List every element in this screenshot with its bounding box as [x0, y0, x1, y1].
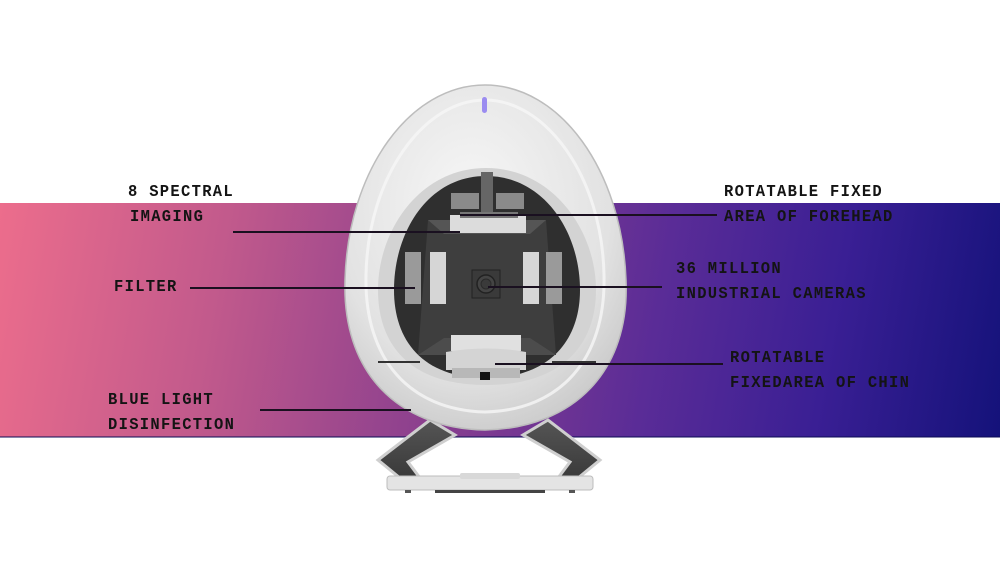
label-line: DISINFECTION — [108, 415, 236, 435]
label-filter: FILTER — [114, 275, 178, 300]
band-bottom-edge — [0, 436, 1000, 438]
imaging-cavity — [378, 172, 596, 380]
callout-line-spectral-imaging — [233, 231, 460, 233]
label-line: 8 SPECTRAL — [128, 182, 235, 202]
label-line: ROTATABLE — [730, 348, 826, 368]
callout-line-blue-light — [260, 409, 411, 411]
label-line: ROTATABLE FIXED — [724, 182, 884, 202]
callout-line-filter — [190, 287, 415, 289]
label-spectral-imaging: 8 SPECTRAL IMAGING — [128, 180, 234, 230]
label-cameras: 36 MILLION INDUSTRIAL CAMERAS — [676, 257, 867, 307]
label-line: FIXEDAREA OF CHIN — [730, 373, 911, 393]
label-forehead: ROTATABLE FIXED AREA OF FOREHEAD — [724, 180, 894, 230]
label-blue-light: BLUE LIGHT DISINFECTION — [108, 388, 235, 438]
callout-line-forehead — [460, 214, 717, 216]
filter-panel-right — [546, 252, 562, 304]
label-line: 36 MILLION — [676, 259, 783, 279]
callout-line-chin — [495, 363, 723, 365]
stand — [375, 418, 603, 493]
callout-line-cameras — [488, 286, 662, 288]
label-line: AREA OF FOREHEAD — [724, 207, 894, 227]
label-chin: ROTATABLE FIXEDAREA OF CHIN — [730, 346, 910, 396]
label-line: IMAGING — [130, 207, 205, 227]
label-line: FILTER — [114, 277, 178, 297]
label-line: BLUE LIGHT — [108, 390, 215, 410]
indicator-light — [482, 97, 487, 113]
filter-panel-left — [405, 252, 421, 304]
label-line: INDUSTRIAL CAMERAS — [676, 284, 867, 304]
